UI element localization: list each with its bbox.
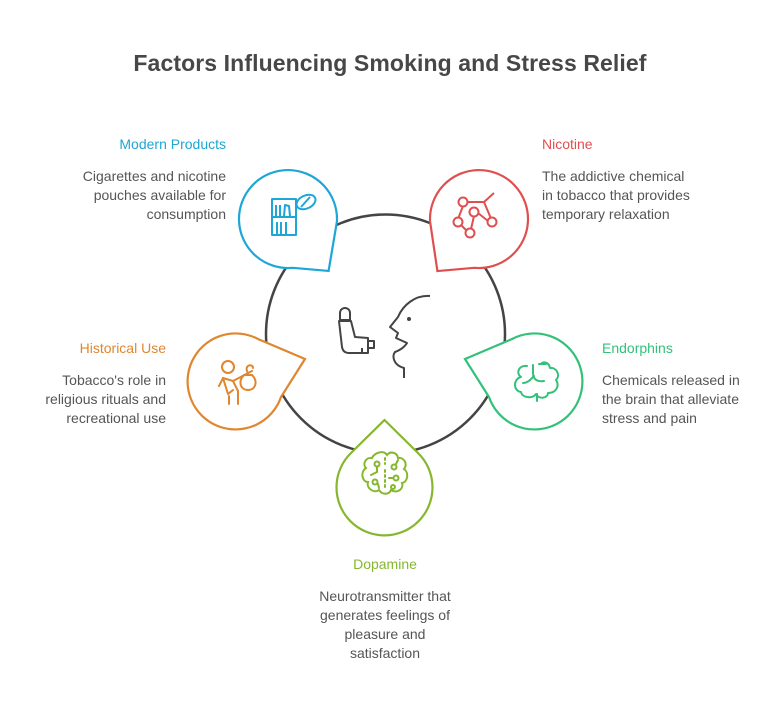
factor-title: Historical Use bbox=[79, 340, 166, 356]
diagram-title: Factors Influencing Smoking and Stress R… bbox=[133, 50, 647, 76]
traveler-bundle-icon bbox=[218, 360, 257, 405]
factor-nicotine: Nicotine The addictive chemical in tobac… bbox=[542, 135, 742, 224]
molecule-icon bbox=[452, 192, 498, 239]
factor-endorphins: Endorphins Chemicals released in the bra… bbox=[602, 339, 780, 428]
endorphins-shape bbox=[463, 332, 584, 431]
inhaler-icon bbox=[339, 307, 351, 321]
factor-description: Chemicals released in the brain that all… bbox=[602, 372, 740, 426]
factor-description: Neurotransmitter that generates feelings… bbox=[319, 588, 451, 661]
factor-title: Endorphins bbox=[602, 340, 673, 356]
factor-title: Modern Products bbox=[119, 136, 226, 152]
brain-network-icon bbox=[361, 451, 409, 495]
inhaler-face-icon bbox=[338, 294, 431, 378]
store-shelf-icon bbox=[271, 193, 317, 236]
historical-use-shape bbox=[186, 332, 307, 431]
brain-icon bbox=[514, 361, 560, 402]
modern-products-shape bbox=[237, 168, 339, 273]
factor-description: Cigarettes and nicotine pouches availabl… bbox=[82, 168, 226, 222]
factor-title: Dopamine bbox=[353, 556, 417, 572]
factor-historical-use: Historical Use Tobacco's role in religio… bbox=[0, 339, 166, 428]
factor-description: Tobacco's role in religious rituals and … bbox=[45, 372, 166, 426]
dopamine-shape bbox=[335, 418, 434, 537]
factor-dopamine: Dopamine Neurotransmitter that generates… bbox=[285, 555, 485, 663]
nicotine-shape bbox=[428, 168, 530, 273]
factor-description: The addictive chemical in tobacco that p… bbox=[542, 168, 690, 222]
factor-title: Nicotine bbox=[542, 136, 593, 152]
factor-modern-products: Modern Products Cigarettes and nicotine … bbox=[26, 135, 226, 224]
face-icon bbox=[389, 294, 431, 378]
